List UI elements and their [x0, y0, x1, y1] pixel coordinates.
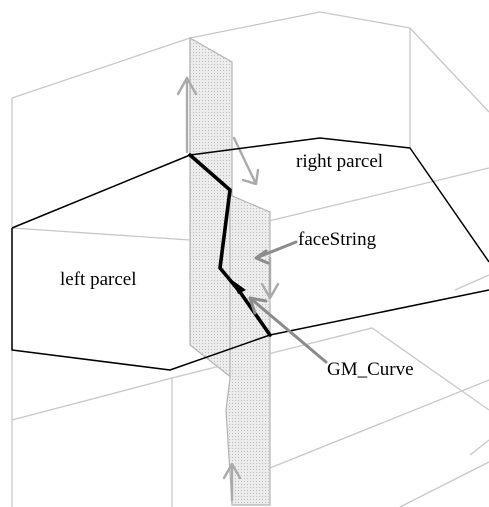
- parcels-outline: [11, 137, 489, 371]
- face-upper-panel: [189, 36, 233, 380]
- label-pointers: [248, 240, 328, 364]
- right-parcel-outline: [189, 137, 489, 336]
- gm-curve: [188, 153, 272, 337]
- surface-arrow-down-diagonal: [232, 136, 260, 186]
- gm-curve-arrowhead: [232, 280, 246, 294]
- surface-arrow-down: [260, 256, 280, 300]
- gm-curve-line: [188, 153, 272, 337]
- gm-curve-pointer-arrow: [248, 296, 328, 364]
- left-parcel-label: left parcel: [60, 269, 136, 290]
- shared-face-surface: [189, 36, 271, 506]
- right-side-edges: [399, 274, 489, 507]
- gm-curve-label: GM_Curve: [327, 359, 414, 380]
- surface-arrow-lower-up: [222, 462, 242, 502]
- surface-arrow-up: [176, 76, 198, 154]
- upper-right-box: [189, 11, 489, 148]
- left-parcel-outline: [11, 154, 271, 371]
- facestring-pointer-arrow: [254, 240, 298, 265]
- facestring-label: faceString: [298, 229, 377, 250]
- face-lower-panel: [225, 194, 271, 506]
- surface-orientation-arrows: [176, 76, 280, 502]
- right-parcel-label: right parcel: [296, 151, 383, 172]
